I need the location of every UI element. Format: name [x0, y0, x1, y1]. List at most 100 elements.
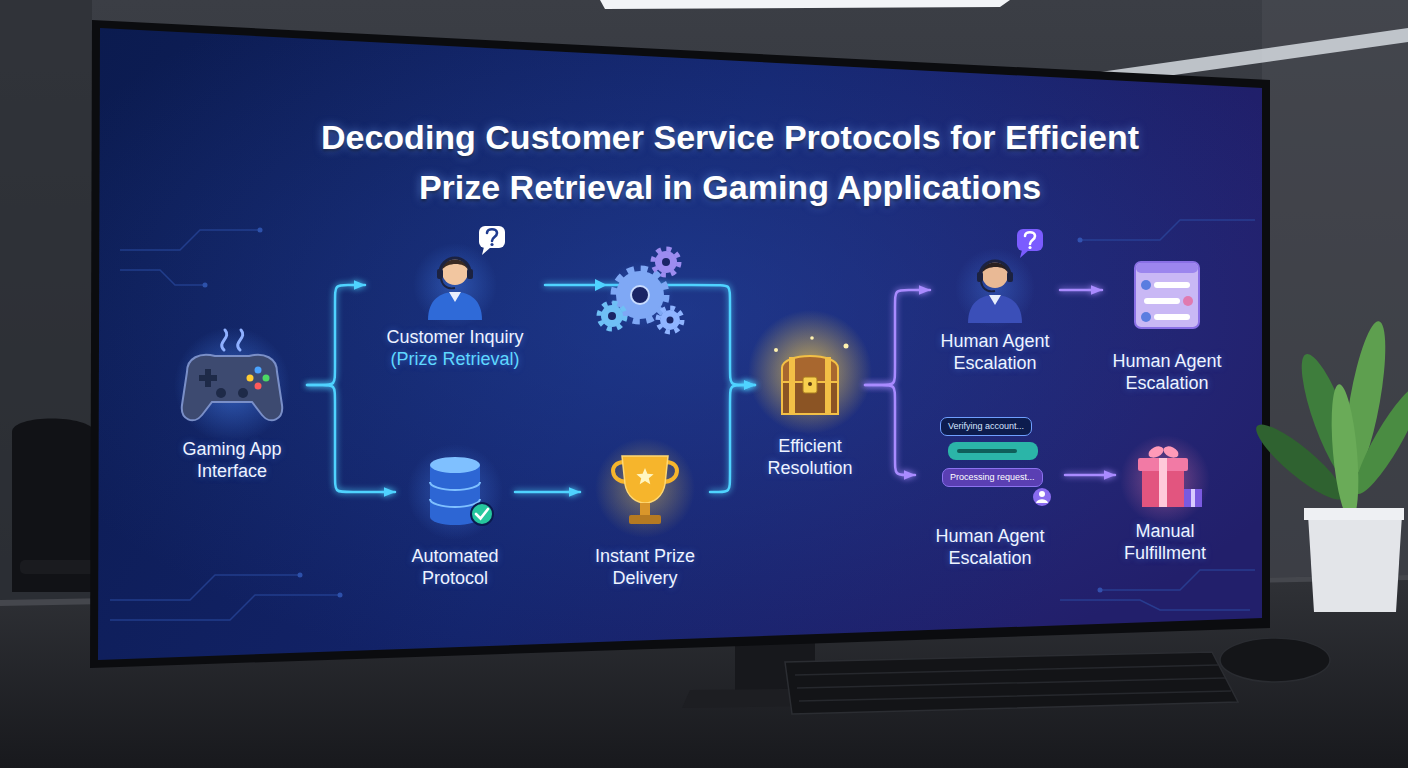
mouse [1220, 638, 1330, 682]
gamepad-icon [174, 327, 290, 443]
customer-icon [437, 269, 443, 279]
agent-icon [968, 295, 1022, 323]
treasure-chest-icon [808, 382, 812, 386]
potted-plant [1248, 319, 1408, 612]
gears-icon [601, 305, 623, 327]
gamepad-icon [255, 383, 262, 390]
flow-connector [865, 290, 930, 385]
agent-icon [1007, 272, 1013, 282]
treasure-chest-icon [844, 344, 849, 349]
gears-icon [653, 249, 679, 275]
trophy-icon [640, 503, 650, 515]
gears-icon [599, 303, 625, 329]
agent-icon [1017, 229, 1043, 251]
customer-icon [487, 229, 497, 241]
treasure-chest-icon [748, 310, 872, 434]
gamepad-icon [216, 388, 226, 398]
gift-icon [1184, 489, 1202, 507]
trophy-icon [636, 468, 653, 484]
connector-group [307, 285, 1115, 492]
flow-step: Gaming App Interface [157, 340, 307, 482]
flow-step: Customer Inquiry(Prize Retrieval) [365, 250, 545, 370]
gift-icon [1191, 489, 1195, 507]
treasure-chest-icon [789, 357, 795, 414]
chat-window-icon [1135, 262, 1199, 328]
flow-step: Human Agent Escalation [930, 255, 1060, 374]
office-chair [12, 419, 95, 593]
flow-connector [307, 385, 395, 492]
agent-icon [977, 272, 983, 282]
chat-bubble-text: Processing request... [942, 468, 1043, 487]
chat-window-icon [1154, 314, 1190, 320]
customer-icon [449, 292, 461, 302]
mouse [1220, 638, 1330, 682]
chat-bubbles-icon [1033, 488, 1051, 506]
treasure-chest-icon [748, 310, 872, 434]
database-icon [476, 509, 488, 519]
customer-icon [467, 269, 473, 279]
monitor [98, 28, 1262, 660]
treasure-chest-icon [803, 377, 817, 393]
flow-connector [1060, 289, 1102, 292]
gears-icon [667, 317, 674, 324]
chat-bubbles-icon [1039, 491, 1045, 497]
circuit-traces [258, 228, 263, 233]
flow-step: Manual Fulfillment [1115, 435, 1215, 564]
chat-window-icon [1141, 312, 1151, 322]
customer-icon [482, 247, 491, 255]
database-icon [430, 499, 480, 507]
potted-plant [1308, 515, 1402, 612]
trophy-icon [622, 456, 668, 503]
potted-plant [1327, 383, 1363, 521]
gears-icon [660, 310, 680, 330]
step-label: Instant Prize Delivery [580, 545, 710, 589]
gamepad-icon [222, 330, 227, 350]
gamepad-icon [238, 330, 243, 350]
database-icon [407, 444, 503, 540]
ceiling-light [600, 0, 1010, 9]
agent-icon [955, 248, 1035, 328]
gear-arrowhead [595, 279, 607, 291]
step-label: Human Agent Escalation [1102, 350, 1232, 394]
circuit-traces [338, 593, 343, 598]
circuit-traces [110, 575, 300, 600]
circuit-traces [1100, 570, 1255, 590]
agent-icon [1020, 250, 1029, 258]
circuit-traces [1080, 220, 1255, 240]
customer-icon [428, 292, 482, 320]
office-chair [20, 560, 95, 574]
step-label: Human Agent Escalation [915, 525, 1065, 569]
step-sublabel: (Prize Retrieval) [365, 348, 545, 370]
agent-icon [1025, 232, 1035, 244]
agent-icon [955, 229, 1043, 328]
customer-icon [441, 279, 455, 288]
chat-bubbles-icon [957, 449, 1017, 453]
chat-window-icon [1183, 296, 1193, 306]
circuit-traces [110, 220, 1255, 620]
database-icon [430, 457, 480, 473]
keyboard [795, 665, 1231, 701]
customer-icon [440, 258, 470, 273]
gamepad-icon [255, 367, 262, 374]
gift-icon [1147, 444, 1166, 460]
chat-window-icon [1135, 262, 1199, 328]
step-label: Human Agent Escalation [930, 330, 1060, 374]
database-icon [407, 444, 503, 540]
customer-icon [490, 243, 493, 246]
circuit-traces [1078, 238, 1083, 243]
circuit-traces [203, 283, 208, 288]
flow-connector [710, 385, 755, 492]
circuit-traces [298, 573, 303, 578]
flow-step: Human Agent Escalation [915, 430, 1065, 569]
potted-plant [1304, 508, 1404, 520]
gear-arrowhead [595, 279, 607, 291]
gears-icon [658, 308, 682, 332]
trophy-icon [595, 438, 695, 538]
agent-icon [980, 261, 1010, 276]
treasure-chest-icon [810, 336, 814, 340]
customer-icon [413, 243, 497, 327]
circuit-traces [120, 230, 260, 250]
